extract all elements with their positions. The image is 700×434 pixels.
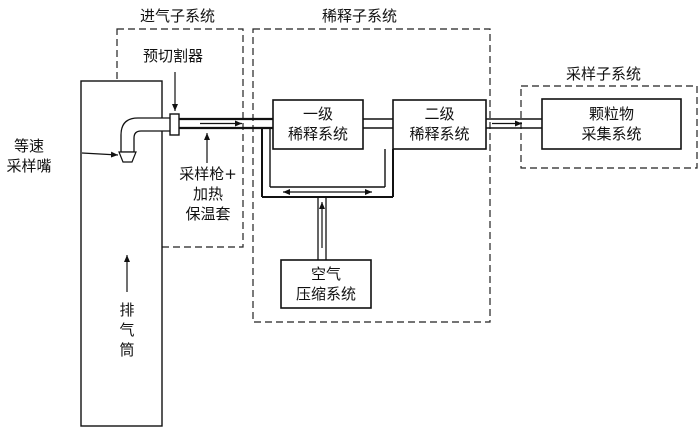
air-compression-label: 空气 压缩系统 (281, 264, 371, 304)
secondary-dilution-box (392, 99, 487, 150)
nozzle-pointer-arrow (81, 151, 119, 158)
probe-heater-line-2: 加热 (192, 185, 223, 203)
dilution-subsystem-title: 稀释子系统 (322, 7, 398, 25)
primary-dilution-box (272, 99, 364, 150)
secondary-dilution-line-1: 二级 (424, 105, 455, 123)
exhaust-stack-line-2: 气 (119, 321, 135, 339)
isokinetic-nozzle-line-1: 等速 (13, 137, 44, 155)
intake-subsystem-title: 进气子系统 (140, 7, 216, 25)
isokinetic-nozzle-line-2: 采样嘴 (6, 157, 52, 175)
particle-collection-line-2: 采集系统 (581, 125, 642, 143)
particle-collection-line-1: 颗粒物 (588, 105, 634, 123)
sampling-subsystem-frame (520, 85, 698, 169)
isokinetic-nozzle-label: 等速 采样嘴 (0, 136, 58, 176)
particle-collection-box (541, 98, 682, 150)
primary-dilution-line-1: 一级 (302, 105, 333, 123)
secondary-dilution-label: 二级 稀释系统 (393, 104, 486, 144)
air-compression-box (280, 259, 372, 309)
precutter-block (169, 113, 180, 136)
particle-collection-label: 颗粒物 采集系统 (542, 104, 681, 144)
probe-heater-line-1: 采样枪+ (179, 165, 237, 183)
secondary-dilution-line-2: 稀释系统 (409, 125, 470, 143)
sampling-subsystem-title: 采样子系统 (566, 65, 642, 83)
primary-dilution-line-2: 稀释系统 (287, 125, 348, 143)
air-compression-line-1: 空气 (310, 265, 341, 283)
air-compression-line-2: 压缩系统 (295, 285, 356, 303)
dilution-subsystem-frame (252, 28, 491, 323)
nozzle-tip (118, 151, 137, 163)
exhaust-stack-label: 排 气 筒 (110, 300, 144, 360)
probe-heater-label: 采样枪+ 加热 保温套 (170, 164, 246, 224)
exhaust-stack-line-1: 排 (119, 301, 135, 319)
precutter-label: 预切割器 (143, 47, 204, 65)
probe-heater-line-3: 保温套 (185, 205, 231, 223)
primary-dilution-label: 一级 稀释系统 (273, 104, 363, 144)
exhaust-stack-line-3: 筒 (119, 341, 135, 359)
